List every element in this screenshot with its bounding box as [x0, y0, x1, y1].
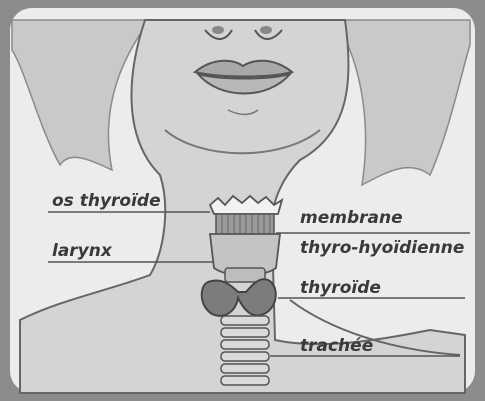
label-os-thyroide: os thyroïde: [52, 193, 161, 210]
nostril-right: [260, 26, 272, 34]
label-thyro-hyoidienne: thyro-hyoïdienne: [300, 240, 464, 257]
label-larynx: larynx: [52, 243, 112, 260]
label-thyroide: thyroïde: [300, 280, 381, 297]
label-membrane: membrane: [300, 210, 403, 227]
nostril-left: [212, 26, 224, 34]
label-trachee: trachée: [300, 338, 373, 355]
thyrohyoid-membrane: [216, 214, 274, 234]
